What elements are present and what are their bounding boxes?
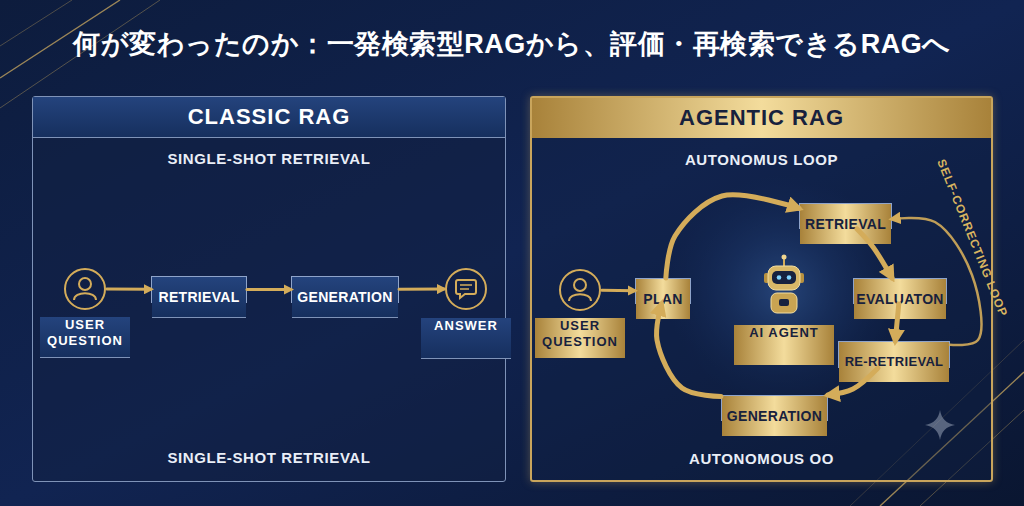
box-label: GENERATION xyxy=(292,277,398,318)
icon-label: AI AGENT xyxy=(734,325,834,365)
robot-chest xyxy=(779,299,789,306)
flow-arrow xyxy=(399,288,444,291)
person-head xyxy=(574,279,586,291)
diagram-title: 何が変わったのか：一発検索型RAGから、評価・再検索できるRAGへ xyxy=(0,26,1024,62)
icon-node: USER QUESTION xyxy=(63,267,107,311)
process-box: RETRIEVAL xyxy=(799,203,892,229)
process-box: RETRIEVAL xyxy=(151,276,247,303)
icon-node: ANSWER xyxy=(444,267,488,311)
chat-lines xyxy=(460,285,472,289)
flow-arrow xyxy=(107,288,151,291)
robot-antenna-tip xyxy=(782,255,787,260)
flow-arrow xyxy=(657,304,721,396)
robot-body xyxy=(771,293,797,313)
person-body xyxy=(569,294,591,301)
flow-arrow xyxy=(828,368,878,395)
person-head xyxy=(79,278,91,290)
process-box: EVALUATON xyxy=(853,278,947,304)
process-box: GENERATION xyxy=(721,395,828,421)
box-label: RE-RETRIEVAL xyxy=(839,342,949,382)
process-box: RE-RETRIEVAL xyxy=(838,341,950,368)
box-label: RETRIEVAL xyxy=(800,204,891,244)
box-label: RETRIEVAL xyxy=(152,277,246,318)
panel-subtitle: SINGLE-SHOT RETRIEVAL xyxy=(33,150,505,167)
icon-node: USER QUESTION xyxy=(558,268,602,312)
user-icon xyxy=(558,268,602,312)
self-correcting-arrow xyxy=(892,218,981,345)
flow-arrow xyxy=(666,195,799,278)
chat-bubble xyxy=(456,280,476,298)
flow-arrow xyxy=(895,304,898,341)
process-box: PLAN xyxy=(635,278,691,304)
box-label: GENERATION xyxy=(722,396,827,436)
flow-arrow xyxy=(602,289,635,292)
icon-circle xyxy=(560,270,600,310)
process-box: GENERATION xyxy=(291,276,399,303)
panel-subtitle: AUTONOMUS LOOP xyxy=(532,151,991,168)
panel-subtitle: AUTONOMOUS OO xyxy=(532,450,991,467)
icon-circle xyxy=(446,269,486,309)
panel-heading: CLASSIC RAG xyxy=(33,97,505,138)
icon-node: AI AGENT xyxy=(752,252,816,316)
box-label: EVALUATON xyxy=(854,279,946,319)
robot-visor xyxy=(772,271,796,284)
user-icon xyxy=(63,267,107,311)
box-label: PLAN xyxy=(636,279,690,319)
flow-arrow xyxy=(247,288,291,291)
panel-subtitle: SINGLE-SHOT RETRIEVAL xyxy=(33,449,505,466)
icon-circle xyxy=(65,269,105,309)
person-body xyxy=(74,293,96,300)
robot-head xyxy=(768,266,800,290)
robot-icon xyxy=(752,252,816,316)
icon-label: USER QUESTION xyxy=(40,317,130,358)
chat-icon xyxy=(444,267,488,311)
icon-label: ANSWER xyxy=(421,318,511,359)
robot-eye xyxy=(787,275,792,280)
panel: AGENTIC RAG AUTONOMUS LOOP AUTONOMOUS OO US… xyxy=(530,96,993,482)
panel-heading: AGENTIC RAG xyxy=(532,98,991,138)
streak xyxy=(0,0,72,46)
panel: CLASSIC RAG SINGLE-SHOT RETRIEVAL SINGLE-S… xyxy=(32,96,506,482)
flow-arrow xyxy=(857,229,892,278)
icon-label: USER QUESTION xyxy=(535,318,625,358)
robot-eye xyxy=(777,275,782,280)
